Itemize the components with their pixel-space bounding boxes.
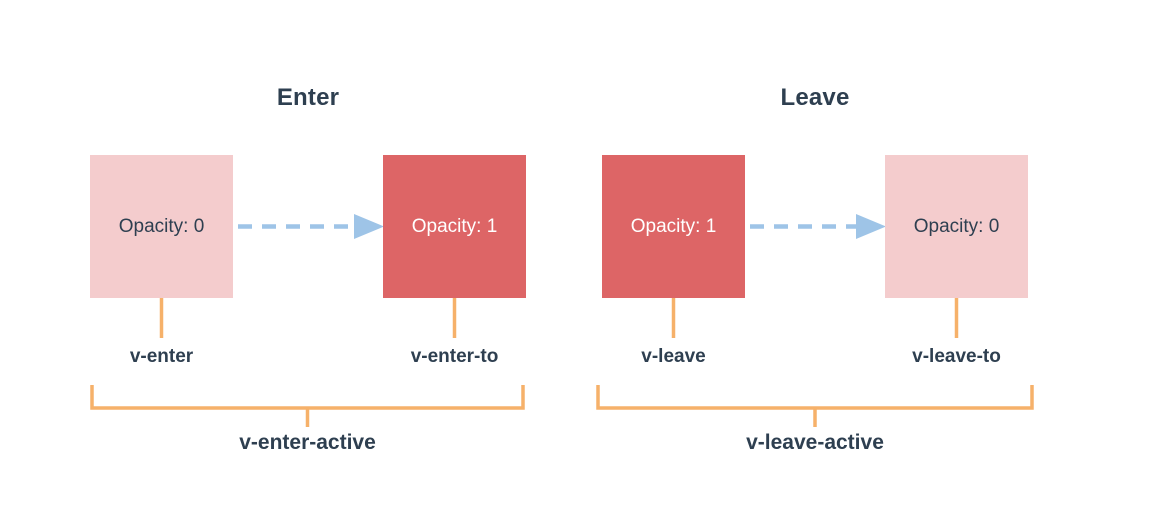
- leave-to-class-label: v-leave-to: [912, 346, 1001, 367]
- enter-from-box: Opacity: 0: [90, 155, 233, 298]
- leave-from-box: Opacity: 1: [602, 155, 745, 298]
- enter-section-title: Enter: [276, 84, 340, 111]
- leave-active-class-label: v-leave-active: [746, 431, 884, 454]
- enter-to-box-label: Opacity: 1: [411, 215, 498, 237]
- leave-active-bracket: [596, 385, 1034, 427]
- leave-to-box-label: Opacity: 0: [913, 215, 1000, 237]
- leave-from-box-label: Opacity: 1: [630, 215, 717, 237]
- enter-active-bracket: [90, 385, 525, 427]
- enter-to-box: Opacity: 1: [383, 155, 526, 298]
- enter-to-class-label: v-enter-to: [410, 346, 499, 367]
- leave-section-title: Leave: [780, 84, 850, 111]
- leave-to-box: Opacity: 0: [885, 155, 1028, 298]
- enter-transition-arrow-head-icon: [354, 214, 384, 239]
- enter-from-class-label: v-enter: [129, 346, 194, 367]
- leave-from-class-label: v-leave: [641, 346, 706, 367]
- leave-transition-arrow-head-icon: [856, 214, 886, 239]
- enter-from-box-label: Opacity: 0: [118, 215, 205, 237]
- enter-active-class-label: v-enter-active: [239, 431, 376, 454]
